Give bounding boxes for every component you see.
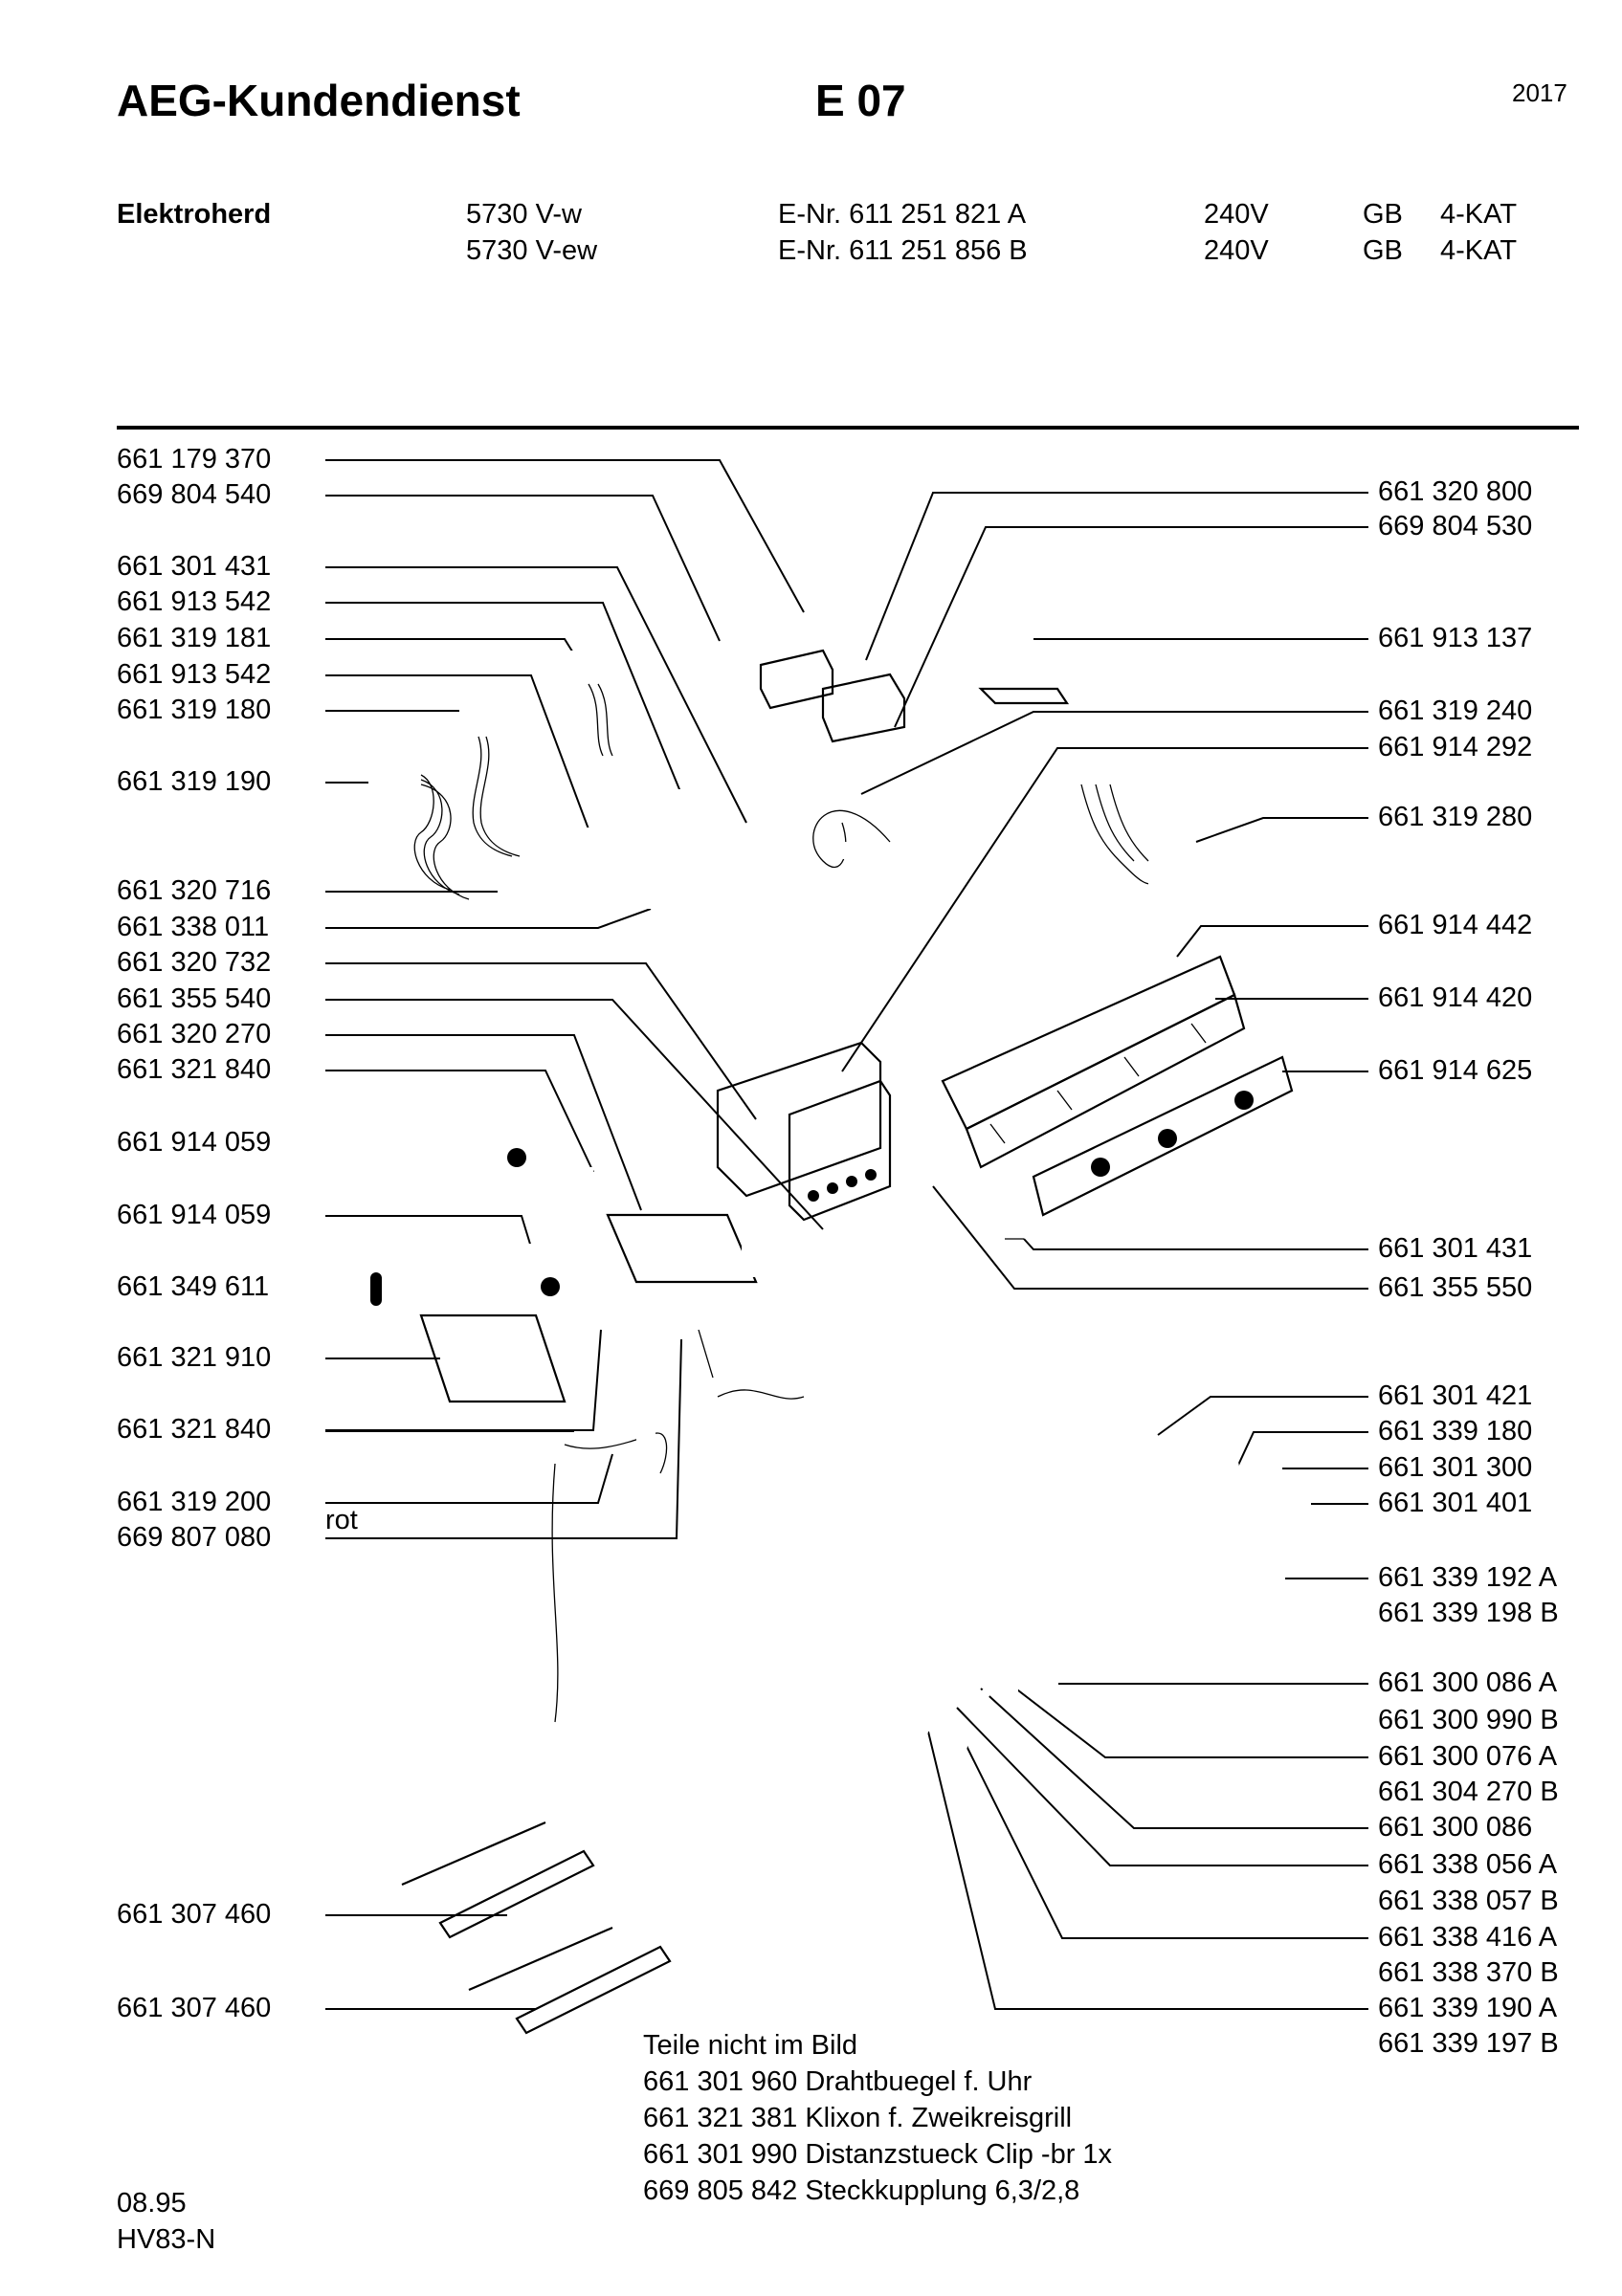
part-number: 661 320 800 <box>1378 476 1533 507</box>
model-enr: E-Nr. 611 251 821 A <box>778 199 1027 230</box>
knob-sleeve-icon <box>646 1682 813 1800</box>
model-kat: 4-KAT <box>1440 199 1518 230</box>
part-number: 661 914 420 <box>1378 982 1533 1013</box>
not-shown-item: 669 805 842 Steckkupplung 6,3/2,8 <box>643 2175 1080 2206</box>
part-number: 661 339 180 <box>1378 1416 1533 1446</box>
switch-module-icon <box>498 789 756 914</box>
spring-icon <box>919 1665 1058 1752</box>
right-leader-lines <box>841 492 1368 2010</box>
part-number: 661 321 910 <box>117 1342 272 1373</box>
part-number: 661 304 270 B <box>1378 1777 1559 1807</box>
knob-cap-icon <box>723 1731 935 1873</box>
part-number: 661 319 200 <box>117 1487 272 1517</box>
energy-regulator-icon <box>466 1118 569 1309</box>
part-number: 661 320 716 <box>117 875 272 906</box>
part-number: 661 913 542 <box>117 659 272 690</box>
part-number: 661 914 059 <box>117 1127 272 1158</box>
part-number: 661 355 540 <box>117 983 272 1014</box>
part-number: 661 914 292 <box>1378 732 1533 762</box>
knob-sleeve-icon <box>986 1447 1239 1600</box>
part-number: 661 319 280 <box>1378 802 1533 832</box>
part-number: 661 300 086 <box>1378 1812 1533 1843</box>
part-number: 661 320 270 <box>117 1019 272 1049</box>
part-number: 661 338 011 <box>117 912 270 942</box>
model-enr: E-Nr. 611 251 856 B <box>778 235 1028 266</box>
model-voltage: 240V <box>1204 199 1269 230</box>
revision-date: 08.95 <box>117 2188 187 2219</box>
not-shown-item: 661 301 960 Drahtbuegel f. Uhr <box>643 2066 1033 2097</box>
part-number: 661 319 190 <box>117 766 272 797</box>
control-knob-icon <box>910 1403 1147 1567</box>
control-panel-frame-icon <box>1032 1055 1294 1217</box>
part-number: 661 339 190 A <box>1378 1993 1558 2023</box>
cable-connector-icon <box>1080 784 1177 885</box>
control-pcb-icon <box>941 955 1246 1169</box>
timer-clock-unit-icon <box>716 1041 892 1222</box>
model-name: 5730 V-ew <box>466 235 598 266</box>
part-number: 661 300 990 B <box>1378 1705 1559 1735</box>
part-number: 669 804 530 <box>1378 511 1533 541</box>
part-number: 661 301 431 <box>117 551 272 582</box>
model-kat: 4-KAT <box>1440 235 1518 266</box>
part-number: 669 804 540 <box>117 479 272 510</box>
part-number: 661 319 181 <box>117 623 272 653</box>
part-number: 661 339 198 B <box>1378 1598 1559 1628</box>
terminal-strip-icon <box>419 1213 794 1403</box>
year: 2017 <box>1512 78 1567 107</box>
part-number: 661 307 460 <box>117 1993 272 2023</box>
terminal-block-icon <box>759 649 1070 743</box>
part-number: 661 914 059 <box>117 1200 272 1230</box>
brand-title: AEG-Kundendienst <box>117 76 521 125</box>
bracket-icon <box>909 1100 1024 1240</box>
part-number: 661 301 300 <box>1378 1452 1533 1483</box>
model-name: 5730 V-w <box>466 199 582 230</box>
part-number: 661 355 550 <box>1378 1272 1533 1303</box>
switch-block-icon <box>550 1167 646 1382</box>
model-country: GB <box>1363 235 1403 266</box>
part-number: 661 321 840 <box>117 1054 272 1085</box>
part-number: 661 321 840 <box>117 1414 272 1445</box>
part-number: 661 300 076 A <box>1378 1741 1558 1772</box>
control-knob-icon <box>566 1638 748 1768</box>
part-number: 661 319 180 <box>117 695 272 725</box>
part-number: 661 339 197 B <box>1378 2028 1559 2059</box>
part-number: 661 307 460 <box>117 1899 272 1930</box>
thermostat-probe-icon <box>401 1821 672 2035</box>
not-shown-item: 661 301 990 Distanzstueck Clip -br 1x <box>643 2139 1113 2170</box>
part-number: 661 301 421 <box>1378 1380 1533 1411</box>
part-number: 661 914 442 <box>1378 910 1533 940</box>
part-number: 661 179 370 <box>117 444 272 475</box>
part-number: 661 913 137 <box>1378 623 1533 653</box>
part-number: 661 338 370 B <box>1378 1957 1559 1988</box>
part-number: 661 338 416 A <box>1378 1922 1558 1953</box>
appliance-label: Elektroherd <box>117 199 272 230</box>
mounting-plate-icon <box>340 1258 402 1325</box>
part-number: 661 913 542 <box>117 586 272 617</box>
knob-cap-icon <box>1078 1496 1347 1668</box>
wire-harness-icon <box>564 1311 805 1474</box>
part-number: 661 300 086 A <box>1378 1667 1558 1698</box>
part-number: 661 320 732 <box>117 947 272 978</box>
model-voltage: 240V <box>1204 235 1269 266</box>
document-code: HV83-N <box>117 2224 216 2255</box>
part-number: 661 338 057 B <box>1378 1886 1559 1916</box>
wire-color-label: rot <box>325 1505 358 1535</box>
part-number: 661 914 625 <box>1378 1055 1533 1086</box>
part-number: 661 339 192 A <box>1378 1562 1558 1593</box>
part-number: 661 319 240 <box>1378 695 1533 726</box>
part-number: 669 807 080 <box>117 1522 272 1553</box>
model-country: GB <box>1363 199 1403 230</box>
ribbon-cable-icon <box>812 809 891 869</box>
part-number: 661 301 431 <box>1378 1233 1533 1264</box>
diagram-code: E 07 <box>815 76 906 125</box>
cable-harness-icon <box>368 651 613 900</box>
not-shown-heading: Teile nicht im Bild <box>643 2030 858 2061</box>
cable-trail-icon <box>551 1463 559 1723</box>
part-number: 661 338 056 A <box>1378 1849 1558 1880</box>
part-number: 661 301 401 <box>1378 1488 1533 1518</box>
part-number: 661 349 611 <box>117 1271 270 1302</box>
not-shown-item: 661 321 381 Klixon f. Zweikreisgrill <box>643 2103 1073 2133</box>
